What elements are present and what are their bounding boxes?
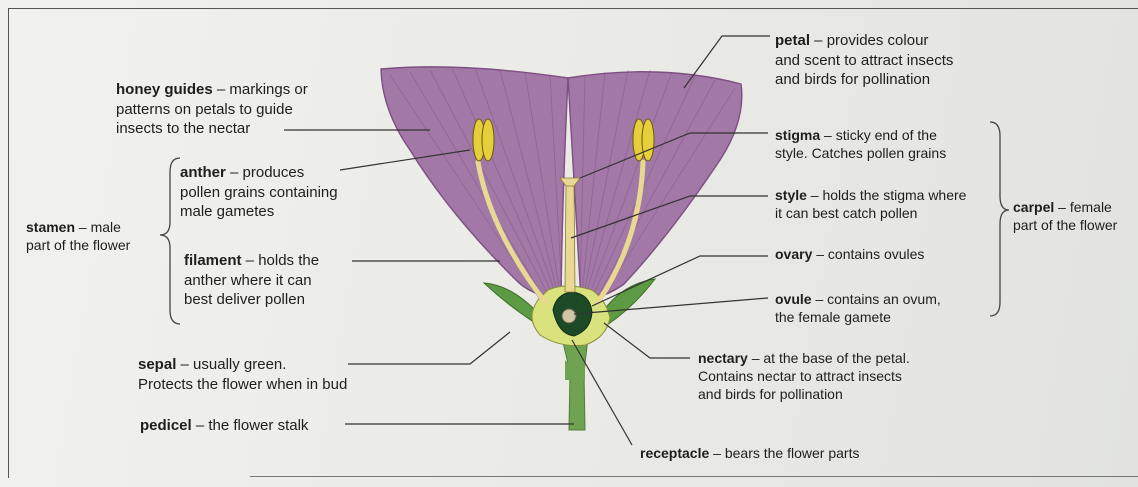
stamen-brace <box>160 158 180 324</box>
honey-guides-label: honey guides – markings or patterns on p… <box>116 80 308 139</box>
leader-nectary <box>604 323 690 358</box>
pedicel-label: pedicel – the flower stalk <box>140 416 308 436</box>
stigma-label: stigma – sticky end of the style. Catche… <box>775 126 946 162</box>
nectary-label: nectary – at the base of the petal. Cont… <box>698 349 910 403</box>
petal-label: petal – provides colour and scent to att… <box>775 31 953 90</box>
ovule-label: ovule – contains an ovum, the female gam… <box>775 290 941 326</box>
carpel-brace <box>990 122 1009 316</box>
stamen-label: stamen – male part of the flower <box>26 218 130 254</box>
style-label: style – holds the stigma where it can be… <box>775 186 966 222</box>
ovule-shape <box>562 309 576 323</box>
anther-label: anther – produces pollen grains containi… <box>180 163 338 222</box>
leader-sepal <box>348 332 510 364</box>
filament-label: filament – holds the anther where it can… <box>184 251 319 310</box>
anther-left <box>473 119 494 161</box>
petal-left <box>381 67 568 300</box>
sepal-label: sepal – usually green. Protects the flow… <box>138 355 347 394</box>
pedicel-stalk <box>562 338 588 430</box>
receptacle-label: receptacle – bears the flower parts <box>640 444 859 462</box>
carpel-label: carpel – female part of the flower <box>1013 198 1117 234</box>
ovary-label: ovary – contains ovules <box>775 245 924 263</box>
style-shape <box>565 185 575 292</box>
